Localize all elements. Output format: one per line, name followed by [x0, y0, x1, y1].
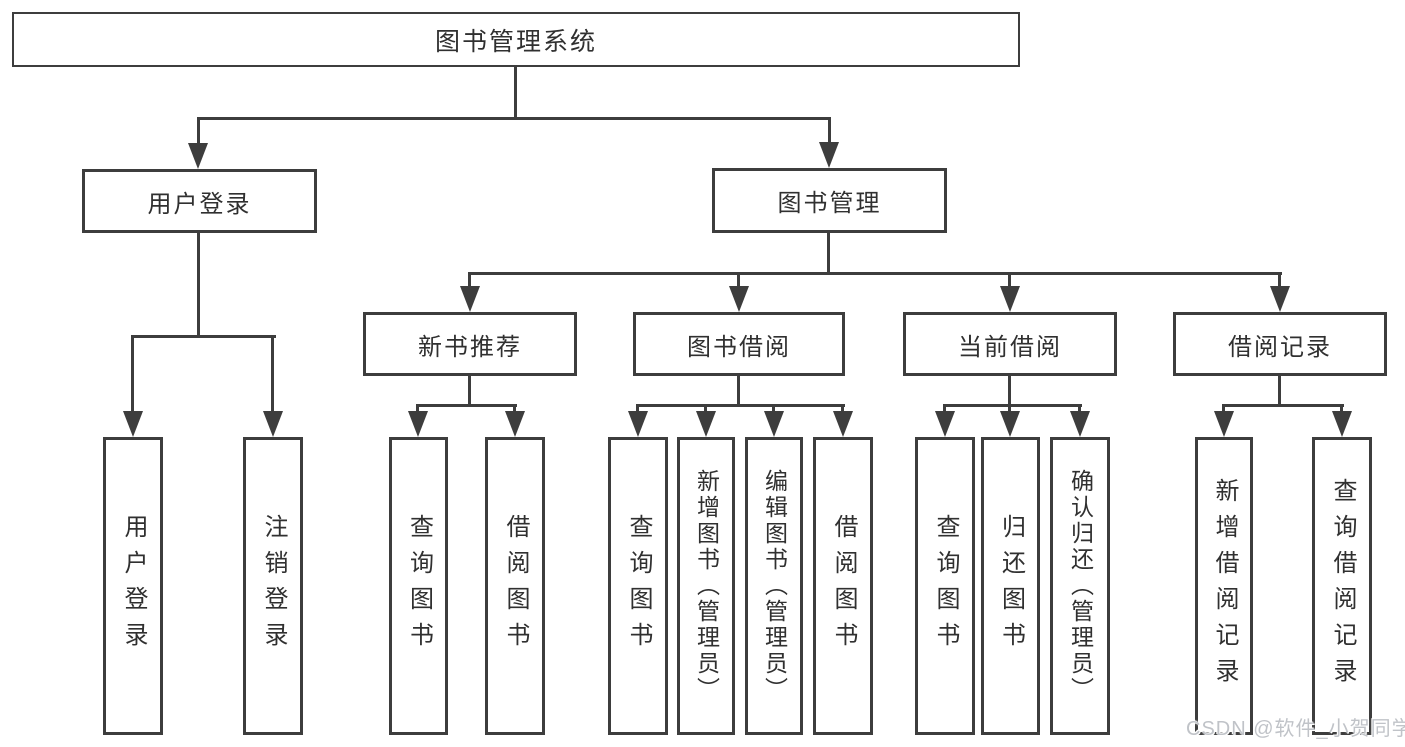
- arrowhead-new-book-recommend: [460, 286, 480, 312]
- arrowhead-leaf: [505, 411, 525, 437]
- node-leaf-confirm-return-admin: 确认归还（管理员）: [1050, 437, 1110, 735]
- connector-user-login-hbar: [131, 335, 276, 338]
- node-leaf-query-borrow-record: 查询借阅记录: [1312, 437, 1372, 735]
- leaf-label: 用户登录: [120, 514, 147, 658]
- node-borrowing-records-label: 借阅记录: [1228, 333, 1332, 361]
- node-root: 图书管理系统: [12, 12, 1020, 67]
- leaf-label: 借阅图书: [830, 514, 857, 658]
- leaf-label: 查询图书: [405, 514, 433, 658]
- arrowhead-leaf: [1332, 411, 1352, 437]
- node-leaf-add-borrow-record: 新增借阅记录: [1195, 437, 1253, 735]
- arrowhead-leaf: [935, 411, 955, 437]
- connector-new-book-stem: [468, 376, 471, 404]
- connector-level3-hbar: [468, 272, 1282, 275]
- arrowhead-leaf: [833, 411, 853, 437]
- connector-drop: [1078, 404, 1081, 414]
- connector-drop-book-management: [828, 117, 831, 144]
- leaf-label: 查询借阅记录: [1329, 478, 1356, 694]
- node-leaf-return-book: 归还图书: [981, 437, 1040, 735]
- leaf-label: 归还图书: [997, 514, 1025, 658]
- connector-drop: [1222, 404, 1225, 414]
- connector-drop: [513, 404, 516, 414]
- node-user-login: 用户登录: [82, 169, 317, 233]
- connector-new-book-hbar: [416, 404, 517, 407]
- connector-drop: [841, 404, 844, 414]
- node-borrowing-records: 借阅记录: [1173, 312, 1387, 376]
- node-leaf-query-books-borrow: 查询图书: [608, 437, 668, 735]
- leaf-label: 借阅图书: [502, 514, 529, 658]
- leaf-label: 确认归还（管理员）: [1067, 469, 1094, 703]
- connector-book-management-stem: [827, 233, 830, 272]
- connector-root-stem: [514, 67, 517, 117]
- connector-drop: [1008, 404, 1011, 414]
- arrowhead-leaf: [1214, 411, 1234, 437]
- arrowhead-leaf: [764, 411, 784, 437]
- connector-drop-leaf-user-login: [131, 335, 134, 413]
- node-leaf-user-login: 用户登录: [103, 437, 163, 735]
- connector-drop-new-book-recommend: [468, 272, 471, 288]
- connector-drop-leaf-logout: [271, 335, 274, 413]
- connector-drop: [704, 404, 707, 414]
- connector-drop: [416, 404, 419, 414]
- connector-drop-borrowing-records: [1278, 272, 1281, 288]
- node-leaf-query-books-recommend: 查询图书: [389, 437, 448, 735]
- connector-drop: [1340, 404, 1343, 414]
- connector-book-borrow-hbar: [636, 404, 845, 407]
- connector-current-borrow-hbar: [943, 404, 1082, 407]
- leaf-label: 查询图书: [932, 514, 959, 658]
- leaf-label: 查询图书: [625, 514, 652, 658]
- leaf-label: 注销登录: [260, 514, 287, 658]
- arrowhead-current-borrowing: [1000, 286, 1020, 312]
- arrowhead-user-login: [188, 143, 208, 169]
- arrowhead-borrowing-records: [1270, 286, 1290, 312]
- arrowhead-leaf: [696, 411, 716, 437]
- connector-records-hbar: [1222, 404, 1344, 407]
- csdn-watermark: CSDN @软件_小贺同学: [1186, 718, 1405, 740]
- connector-drop-current-borrowing: [1008, 272, 1011, 288]
- arrowhead-book-management: [819, 142, 839, 168]
- connector-records-stem: [1278, 376, 1281, 404]
- node-current-borrowing: 当前借阅: [903, 312, 1117, 376]
- connector-drop-user-login: [197, 117, 200, 145]
- node-leaf-logout: 注销登录: [243, 437, 303, 735]
- connector-drop-book-borrowing: [737, 272, 740, 288]
- connector-root-hbar: [197, 117, 831, 120]
- node-leaf-query-books-current: 查询图书: [915, 437, 975, 735]
- arrowhead-leaf: [408, 411, 428, 437]
- arrowhead-leaf-user-login: [123, 411, 143, 437]
- node-leaf-edit-book-admin: 编辑图书（管理员）: [745, 437, 803, 735]
- arrowhead-leaf-logout: [263, 411, 283, 437]
- node-leaf-borrow-books-recommend: 借阅图书: [485, 437, 545, 735]
- node-book-borrowing: 图书借阅: [633, 312, 845, 376]
- node-user-login-label: 用户登录: [147, 190, 252, 218]
- arrowhead-leaf: [1070, 411, 1090, 437]
- node-root-label: 图书管理系统: [434, 27, 597, 56]
- node-book-management: 图书管理: [712, 168, 947, 233]
- leaf-label: 新增图书（管理员）: [693, 469, 720, 703]
- connector-drop: [636, 404, 639, 414]
- connector-drop: [772, 404, 775, 414]
- node-book-management-label: 图书管理: [777, 190, 882, 217]
- leaf-label: 新增借阅记录: [1211, 478, 1238, 694]
- connector-user-login-stem: [197, 233, 200, 335]
- connector-drop: [943, 404, 946, 414]
- node-new-book-recommend-label: 新书推荐: [418, 333, 522, 361]
- node-leaf-borrow-books: 借阅图书: [813, 437, 873, 735]
- connector-book-borrow-stem: [737, 376, 740, 404]
- leaf-label: 编辑图书（管理员）: [761, 469, 788, 703]
- arrowhead-book-borrowing: [729, 286, 749, 312]
- arrowhead-leaf: [628, 411, 648, 437]
- node-current-borrowing-label: 当前借阅: [958, 333, 1062, 361]
- node-new-book-recommend: 新书推荐: [363, 312, 577, 376]
- node-book-borrowing-label: 图书借阅: [687, 333, 791, 361]
- arrowhead-leaf: [1000, 411, 1020, 437]
- connector-current-borrow-stem: [1008, 376, 1011, 404]
- node-leaf-add-book-admin: 新增图书（管理员）: [677, 437, 735, 735]
